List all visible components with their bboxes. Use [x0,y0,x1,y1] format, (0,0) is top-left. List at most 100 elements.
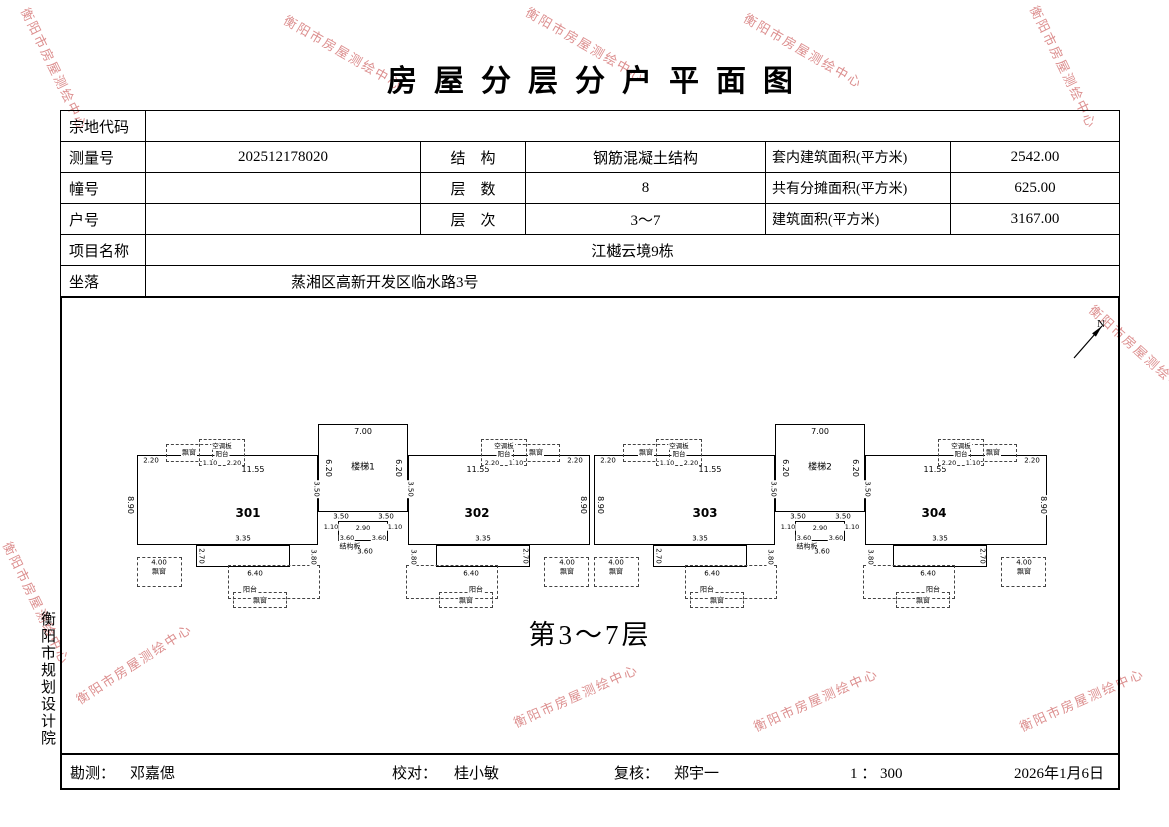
plan-dimension-label: 4.00 [607,558,625,567]
unit-outline [137,455,318,545]
page-title: 房屋分层分户平面图 [387,65,810,98]
survey-no-value: 202512178020 [146,142,421,173]
location-value: 蒸湘区高新开发区临水路3号 [146,266,1120,297]
plan-dimension-label: 1.10 [843,522,861,531]
plan-dimension-label: 3.50 [312,480,321,498]
building-area-value: 3167.00 [951,204,1120,235]
reviewer-name: 郑宇一 [674,766,720,782]
balcony-label: 阳台 [925,585,941,594]
bay-window-label: 飘窗 [1016,567,1032,576]
unit-number-label: 301 [234,506,262,520]
plan-dimension-label: 11.55 [240,465,266,474]
bay-window-label: 飘窗 [709,596,725,605]
plan-dimension-label: 2.20 [483,458,501,467]
plan-dimension-label: 2.70 [654,547,663,565]
plan-dimension-label: 6.40 [246,569,264,578]
ac-platform-dashed [938,439,984,466]
bay-window-dashed [137,557,182,587]
surveyor-label: 勘测： [70,766,116,782]
bay-window-label: 飘窗 [985,448,1001,457]
date-text: 2026年1月6日 [1014,766,1105,782]
unit-number-label: 303 [691,506,719,520]
ac-platform-label: 空调板 [493,441,515,450]
plan-dimension-label: 3.50 [406,480,415,498]
plan-dimension-label: 8.90 [579,495,588,515]
balcony-label: 阳台 [953,449,969,458]
bay-window-label: 飘窗 [638,448,654,457]
project-name-label: 项目名称 [61,235,146,266]
plan-dimension-label: 1.10 [779,522,797,531]
plan-dimension-label: 2.70 [978,547,987,565]
bay-window-label: 飘窗 [559,567,575,576]
location-label: 坐落 [61,266,146,297]
shared-area-label: 共有分摊面积(平方米) [766,173,951,204]
plan-dimension-label: 3.50 [789,512,807,521]
plan-dimension-label: 6.40 [703,569,721,578]
plan-dimension-label: 1.10 [201,458,219,467]
balcony-label: 阳台 [214,449,230,458]
balcony-dashed [685,565,777,599]
institute-name-vertical: 衡阳市规划设计院 [39,611,55,747]
ac-platform-label: 空调板 [211,441,233,450]
bay-window-dashed [439,592,493,608]
footer-strip: 勘测： 邓嘉偲 校对： 桂小敏 复核： 郑宇一 1 ： 300 2026年1月6… [60,755,1120,790]
plan-dimension-label: 1.10 [507,458,525,467]
bay-window-label: 飘窗 [151,567,167,576]
bay-window-dashed [896,592,950,608]
stair-core [318,424,408,512]
drawing-area [60,296,1120,755]
plan-dimension-label: 1.10 [658,458,676,467]
plan-dimension-label: 8.90 [1039,495,1048,515]
plan-dimension-label: 3.60 [813,547,831,556]
wing-extension [436,545,530,567]
plan-dimension-label: 1.10 [964,458,982,467]
reviewer-label: 复核： [614,766,660,782]
plan-dimension-label: 3.60 [827,533,845,542]
inner-area-value: 2542.00 [951,142,1120,173]
plan-dimension-label: 7.00 [810,427,830,436]
plan-dimension-label: 6.40 [919,569,937,578]
unit-number-label: 302 [463,506,491,520]
balcony-dashed [228,565,320,599]
plan-dimension-label: 3.60 [338,533,356,542]
plan-dimension-label: 2.90 [811,523,829,532]
parcel-code-value [146,111,1120,142]
plan-dimension-label: 6.20 [394,458,403,478]
checker-name: 桂小敏 [454,766,500,782]
stair-label: 楼梯1 [350,462,376,473]
north-label: N [1097,318,1105,330]
plan-dimension-label: 6.40 [462,569,480,578]
bay-window-dashed [690,592,744,608]
bay-window-dashed [166,444,213,462]
bay-window-label: 飘窗 [608,567,624,576]
plan-dimension-label: 7.00 [353,427,373,436]
plan-dimension-label: 3.35 [234,534,252,543]
balcony-label: 阳台 [496,449,512,458]
scale-text: 1 ： 300 [850,766,903,782]
plan-dimension-label: 6.20 [324,458,333,478]
plan-dimension-label: 3.50 [863,480,872,498]
plan-dimension-label: 3.60 [356,547,374,556]
plan-dimension-label: 3.35 [691,534,709,543]
shared-area-value: 625.00 [951,173,1120,204]
building-no-value [146,173,421,204]
inner-area-label: 套内建筑面积(平方米) [766,142,951,173]
stair-label: 楼梯2 [807,462,833,473]
bay-window-dashed [594,557,639,587]
plan-dimension-label: 3.80 [309,548,318,566]
plan-dimension-label: 6.20 [851,458,860,478]
plan-dimension-label: 2.70 [197,547,206,565]
plan-dimension-label: 3.60 [795,533,813,542]
plan-dimension-label: 1.10 [386,522,404,531]
balcony-label: 阳台 [468,585,484,594]
plan-dimension-label: 3.60 [370,533,388,542]
balcony-label: 阳台 [699,585,715,594]
plan-dimension-label: 2.20 [566,456,584,465]
bay-window-label: 飘窗 [458,596,474,605]
info-table: 宗地代码 测量号 202512178020 结 构 钢筋混凝土结构 套内建筑面积… [60,110,1120,297]
ac-platform-dashed [199,439,245,466]
plan-dimension-label: 11.55 [465,465,491,474]
plan-dimension-label: 8.90 [126,495,135,515]
structural-slab-label: 结构板 [795,542,819,551]
structural-slab-label: 结构板 [338,542,362,551]
